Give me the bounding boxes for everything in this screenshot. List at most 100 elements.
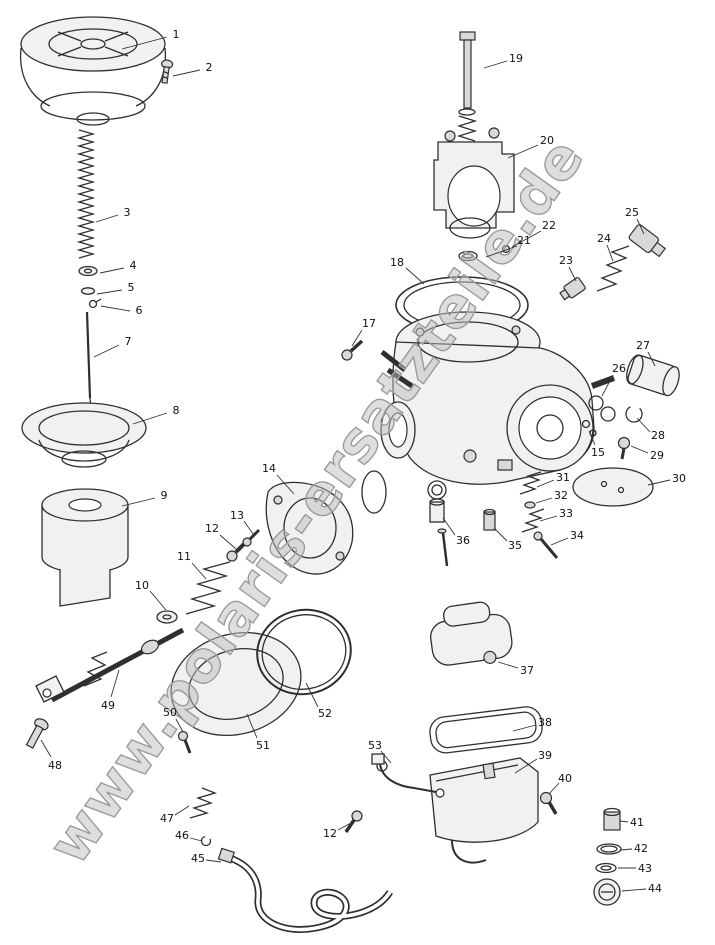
callout-leader	[620, 848, 633, 851]
callout-number: 28	[651, 429, 665, 442]
part-cable-adjuster	[559, 277, 586, 301]
callout-leader	[100, 305, 131, 312]
callout-leader	[99, 267, 125, 274]
callout-number: 25	[625, 206, 639, 219]
callout-number: 12	[323, 827, 337, 840]
part-cable-bracket	[433, 127, 515, 239]
callout-46: 46	[175, 829, 203, 842]
part-float-bowl-39	[429, 757, 539, 864]
part-cover-plate-30	[572, 467, 654, 507]
callout-number: 47	[160, 812, 174, 825]
callout-5: 5	[96, 281, 135, 295]
callout-number: 35	[508, 539, 522, 552]
callout-leader	[512, 724, 537, 732]
callout-number: 29	[650, 449, 664, 462]
callout-leader	[550, 537, 569, 546]
callout-number: 14	[262, 462, 276, 475]
callout-number: 44	[648, 882, 662, 895]
part-washer-10	[156, 610, 178, 624]
callout-number: 43	[638, 862, 652, 875]
callout-32: 32	[535, 489, 568, 504]
callout-52: 52	[305, 682, 332, 720]
callout-2: 2	[172, 61, 213, 77]
callout-leader	[442, 517, 456, 536]
callout-leader	[405, 267, 425, 285]
callout-leader	[174, 805, 190, 816]
callout-leader	[588, 430, 596, 446]
callout-leader	[601, 374, 614, 397]
callout-leader	[636, 417, 651, 433]
callout-22: 22	[511, 219, 556, 248]
callout-1: 1	[121, 28, 180, 50]
part-clip	[88, 298, 102, 309]
callout-number: 26	[612, 362, 626, 375]
callout-number: 9	[161, 489, 168, 502]
callout-number: 46	[175, 829, 189, 842]
callout-number: 11	[177, 550, 191, 563]
callout-leader	[337, 822, 352, 831]
callout-number: 2	[206, 61, 213, 74]
callout-leader	[636, 218, 645, 235]
callout-leader	[175, 718, 184, 733]
callout-51: 51	[246, 713, 270, 752]
part-washer-32	[524, 501, 536, 509]
part-screw-40	[539, 791, 558, 815]
callout-leader	[95, 214, 119, 223]
part-screw-17	[341, 339, 364, 361]
callout-number: 8	[173, 404, 180, 417]
callout-leader	[149, 590, 167, 611]
callout-leader	[191, 562, 207, 580]
callout-8: 8	[132, 404, 180, 425]
callout-number: 3	[124, 206, 131, 219]
callout-number: 7	[125, 335, 132, 348]
callout-leader	[511, 230, 542, 248]
callout-number: 10	[135, 579, 149, 592]
callout-number: 17	[362, 317, 376, 330]
callout-12: 12	[323, 822, 352, 840]
part-vent-pipe-53	[371, 753, 437, 793]
callout-leader	[276, 474, 295, 495]
callout-4: 4	[99, 259, 137, 274]
callout-leader	[132, 412, 168, 425]
callout-layer: 1234567891011121314151718192021222324252…	[40, 28, 686, 895]
callout-leader	[536, 479, 555, 488]
callout-number: 38	[538, 716, 552, 729]
part-fuel-line-45	[217, 847, 393, 934]
callout-leader	[93, 344, 120, 358]
callout-number: 15	[591, 446, 605, 459]
part-washer-43	[595, 862, 617, 874]
callout-leader	[205, 859, 222, 863]
callout-number: 6	[136, 304, 143, 317]
callout-23: 23	[559, 254, 577, 282]
callout-3: 3	[95, 206, 131, 223]
callout-leader	[647, 479, 671, 486]
callout-number: 36	[456, 534, 470, 547]
callout-number: 19	[509, 52, 523, 65]
callout-number: 24	[597, 232, 611, 245]
part-clip-46	[200, 835, 212, 847]
callout-47: 47	[160, 805, 190, 825]
part-seals-26	[588, 395, 616, 422]
part-screw-29	[617, 436, 631, 460]
callout-number: 45	[191, 852, 205, 865]
callout-leader	[121, 497, 156, 507]
part-circlip-28	[625, 405, 643, 423]
part-bowl-gasket-38	[429, 706, 543, 754]
callout-13: 13	[230, 509, 254, 535]
callout-28: 28	[636, 417, 665, 442]
callout-number: 37	[520, 664, 534, 677]
callout-24: 24	[597, 232, 614, 262]
callout-number: 53	[368, 739, 382, 752]
callout-leader	[621, 888, 647, 892]
part-screw-48	[25, 718, 49, 749]
part-spring-33	[521, 508, 545, 533]
callout-39: 39	[514, 749, 552, 774]
callout-leader	[539, 515, 558, 522]
callout-number: 18	[390, 256, 404, 269]
callout-33: 33	[539, 507, 573, 522]
callout-number: 50	[163, 706, 177, 719]
callout-41: 41	[619, 816, 644, 829]
part-spring-11	[185, 561, 231, 615]
callout-leader	[485, 245, 518, 258]
part-jet-assembly-36	[427, 480, 449, 567]
